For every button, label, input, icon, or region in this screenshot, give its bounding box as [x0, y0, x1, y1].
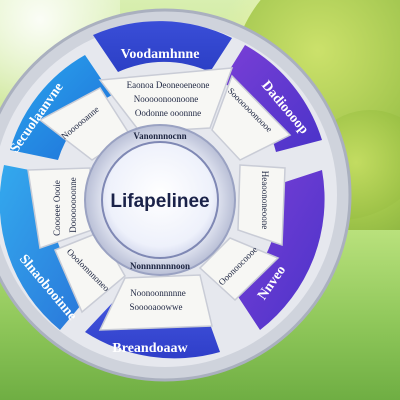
segment-top-right [211, 74, 292, 161]
top-band-label: Voodamhnne [121, 47, 200, 62]
segment-text: Coooeee Oooie [52, 180, 62, 236]
inner-ring-label: Vanonnnocnn [133, 131, 186, 141]
segment-text: Sooooaoowwe [130, 302, 183, 312]
band-right [235, 170, 325, 330]
bottom-band-label: Breandoaaw [112, 341, 188, 356]
segment-cards [27, 67, 292, 331]
inner-ring-bottom-label: Nonnnnnnnoon [130, 261, 190, 271]
segment-text: Nooooonoonoone [134, 94, 199, 104]
band-left [0, 165, 92, 330]
segment-bottom-right [198, 237, 280, 302]
segment-right [237, 164, 286, 247]
segment-text: Heaoononeoone [260, 171, 270, 229]
segment-top [98, 67, 234, 133]
center-title: Lifapelinee [110, 191, 209, 212]
segment-bottom [98, 274, 213, 331]
segment-text: Oodonne ooonnne [135, 108, 201, 118]
center-hub [101, 141, 219, 259]
segment-text: Eaonoa Deoneoeneone [127, 80, 210, 90]
segment-text: Noonoonnnnne [130, 288, 186, 298]
band-top-left [10, 55, 112, 160]
band-top [93, 21, 232, 72]
band-top-right [222, 45, 322, 152]
segment-text: Doooooooonne [68, 177, 78, 233]
